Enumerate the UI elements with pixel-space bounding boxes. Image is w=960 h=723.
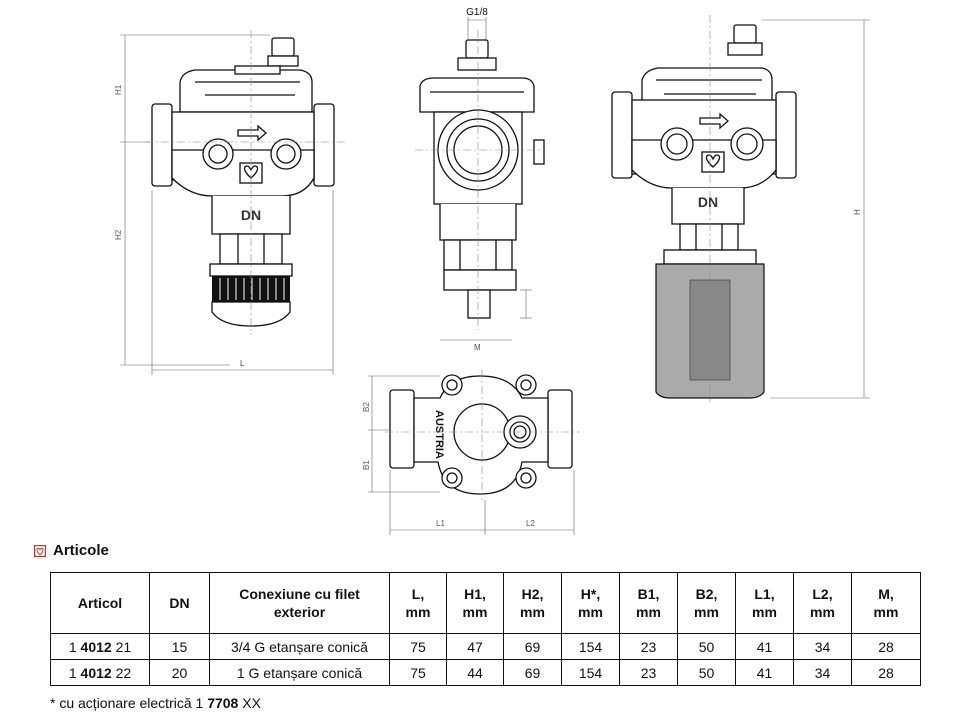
cell-b2: 50 — [677, 633, 736, 660]
dim-b1-label: B1 — [362, 460, 371, 470]
cell-conexiune: 1 G etanșare conică — [209, 659, 390, 686]
cell-conexiune: 3/4 G etanșare conică — [209, 633, 390, 660]
cell-h1: 47 — [446, 633, 504, 660]
header-l: L, mm — [389, 572, 447, 634]
header-conexiune: Conexiune cu filet exterior — [209, 572, 390, 634]
header-h2: H2, mm — [503, 572, 562, 634]
header-articol: Articol — [50, 572, 150, 634]
cell-b2: 50 — [677, 659, 736, 686]
cell-dn: 15 — [149, 633, 210, 660]
dim-h1-label: H1 — [114, 84, 123, 95]
header-m: M, mm — [851, 572, 921, 634]
section-title: Articole — [53, 542, 109, 559]
cell-m: 28 — [851, 633, 921, 660]
articles-table: Articol DN Conexiune cu filet exterior L… — [50, 572, 921, 686]
cell-h1: 44 — [446, 659, 504, 686]
section-heading: Articole — [34, 542, 109, 559]
header-b1: B1, mm — [619, 572, 678, 634]
cell-b1: 23 — [619, 659, 678, 686]
cell-articol: 1 4012 22 — [50, 659, 150, 686]
cell-l: 75 — [389, 633, 447, 660]
austria-cast-text: AUSTRIA — [433, 410, 445, 459]
dim-l2-label: L2 — [526, 519, 535, 528]
cell-articol: 1 4012 21 — [50, 633, 150, 660]
header-h1: H1, mm — [446, 572, 504, 634]
cell-l2: 34 — [793, 659, 852, 686]
header-l1: L1, mm — [735, 572, 794, 634]
footnote: * cu acționare electrică 1 7708 XX — [50, 695, 261, 711]
top-view: B2 B1 L1 L2 AUSTRIA — [362, 370, 580, 535]
heart-logo-icon — [34, 544, 46, 557]
cell-h2: 69 — [503, 633, 562, 660]
header-b2: B2, mm — [677, 572, 736, 634]
cell-l1: 41 — [735, 633, 794, 660]
cell-m: 28 — [851, 659, 921, 686]
table-row: 1 4012 22 20 1 G etanșare conică 75 44 6… — [50, 659, 921, 686]
actuator-dn-label: DN — [698, 194, 718, 210]
dim-h-label: H — [853, 209, 862, 215]
cell-l2: 34 — [793, 633, 852, 660]
side-view: G1/8 M — [415, 7, 545, 352]
dim-b2-label: B2 — [362, 402, 371, 412]
header-l2: L2, mm — [793, 572, 852, 634]
cell-l: 75 — [389, 659, 447, 686]
header-dn: DN — [149, 572, 210, 634]
cell-h: 154 — [561, 659, 620, 686]
g18-label: G1/8 — [466, 7, 488, 18]
dim-m-label: M — [474, 343, 481, 352]
cell-l1: 41 — [735, 659, 794, 686]
technical-drawing: H1 H2 L DN — [114, 7, 870, 535]
front-view: H1 H2 L DN — [114, 30, 345, 375]
dim-h2-label: H2 — [114, 229, 123, 240]
actuator-view: H DN — [611, 15, 870, 402]
dim-l1-label: L1 — [436, 519, 445, 528]
front-dn-label: DN — [241, 207, 261, 223]
table-header-row: Articol DN Conexiune cu filet exterior L… — [50, 572, 921, 634]
table-row: 1 4012 21 15 3/4 G etanșare conică 75 47… — [50, 633, 921, 660]
header-h: H*, mm — [561, 572, 620, 634]
cell-dn: 20 — [149, 659, 210, 686]
cell-h2: 69 — [503, 659, 562, 686]
dim-l-label: L — [240, 359, 245, 368]
cell-b1: 23 — [619, 633, 678, 660]
cell-h: 154 — [561, 633, 620, 660]
